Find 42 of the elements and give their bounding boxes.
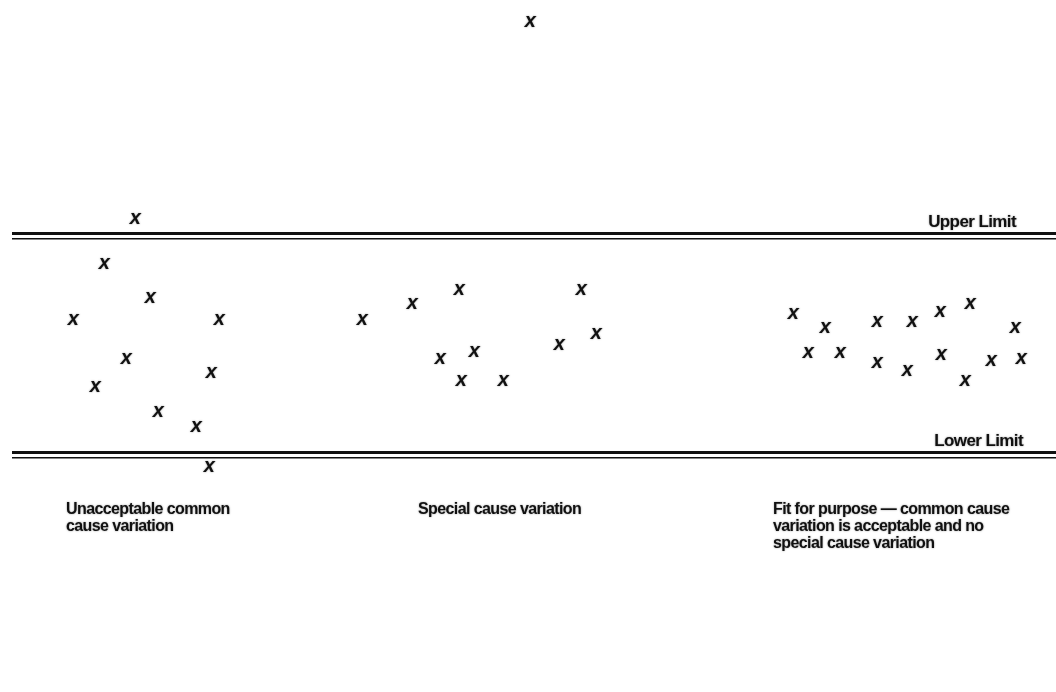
data-point-mark: x bbox=[964, 292, 976, 312]
data-point-mark: x bbox=[553, 333, 565, 353]
data-point-mark: x bbox=[468, 340, 480, 360]
data-point-mark: x bbox=[819, 316, 831, 336]
data-point-mark: x bbox=[901, 359, 913, 379]
data-point-mark: x bbox=[356, 308, 368, 328]
data-point-mark: x bbox=[455, 369, 467, 389]
data-point-mark: x bbox=[802, 341, 814, 361]
caption: Fit for purpose — common cause variation is acceptable and no special cause variation bbox=[773, 500, 1011, 551]
data-point-mark: x bbox=[934, 300, 946, 320]
data-point-mark: x bbox=[67, 308, 79, 328]
data-point-mark: x bbox=[190, 415, 202, 435]
data-point-mark: x bbox=[906, 310, 918, 330]
data-point-mark: x bbox=[834, 341, 846, 361]
data-point-mark: x bbox=[406, 292, 418, 312]
data-point-mark: x bbox=[144, 286, 156, 306]
data-point-mark: x bbox=[787, 302, 799, 322]
data-point-mark: x bbox=[497, 369, 509, 389]
data-point-mark: x bbox=[205, 361, 217, 381]
data-point-mark: x bbox=[524, 10, 536, 30]
data-point-mark: x bbox=[213, 308, 225, 328]
limit-label: Lower Limit bbox=[934, 431, 1023, 451]
data-point-mark: x bbox=[129, 207, 141, 227]
data-point-mark: x bbox=[203, 455, 215, 475]
data-point-mark: x bbox=[871, 310, 883, 330]
caption: Unacceptable common cause variation bbox=[66, 500, 231, 534]
data-point-mark: x bbox=[1009, 316, 1021, 336]
data-point-mark: x bbox=[1015, 347, 1027, 367]
data-point-mark: x bbox=[959, 369, 971, 389]
data-point-mark: x bbox=[985, 349, 997, 369]
data-point-mark: x bbox=[120, 347, 132, 367]
data-point-mark: x bbox=[434, 347, 446, 367]
data-point-mark: x bbox=[935, 343, 947, 363]
limit-label: Upper Limit bbox=[928, 212, 1016, 232]
data-point-mark: x bbox=[871, 351, 883, 371]
data-point-mark: x bbox=[98, 252, 110, 272]
data-point-mark: x bbox=[152, 400, 164, 420]
data-point-mark: x bbox=[575, 278, 587, 298]
caption: Special cause variation bbox=[418, 500, 583, 517]
data-point-mark: x bbox=[89, 375, 101, 395]
data-point-mark: x bbox=[590, 322, 602, 342]
data-point-mark: x bbox=[453, 278, 465, 298]
